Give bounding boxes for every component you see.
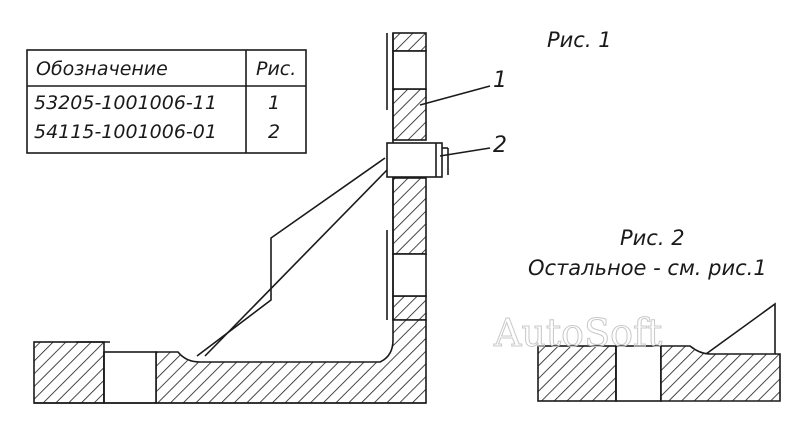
table-header-figure: Рис.	[256, 58, 296, 80]
callout-1: 1	[493, 68, 507, 93]
table-row-1-designation: 53205-1001006-11	[34, 92, 217, 114]
figure-2-note: Остальное - см. рис.1	[528, 256, 767, 280]
designation-table	[26, 49, 307, 154]
table-row-1-figure: 1	[268, 92, 280, 114]
callout-2: 2	[493, 133, 507, 158]
figure-1-caption: Рис. 1	[547, 28, 612, 52]
autosoft-watermark: AutoSoft	[493, 311, 662, 355]
figure-2-bracket	[537, 302, 781, 402]
figure-2-caption: Рис. 2	[620, 226, 685, 250]
table-row-2-figure: 2	[268, 121, 280, 143]
figure-1-bracket	[33, 32, 491, 404]
table-row-2-designation: 54115-1001006-01	[34, 121, 217, 143]
table-header-designation: Обозначение	[36, 58, 168, 80]
